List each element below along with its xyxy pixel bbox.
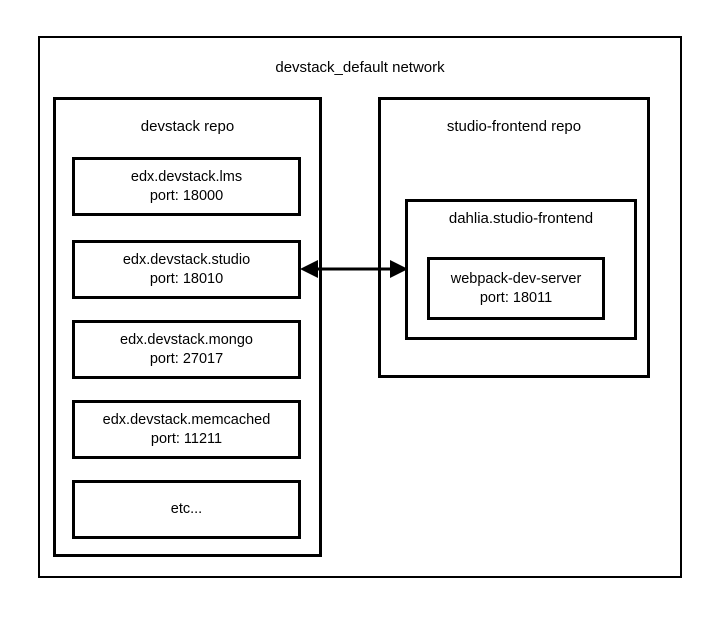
service-title-studio: edx.devstack.studio xyxy=(122,251,251,268)
service-box-studio: edx.devstack.studio port: 18010 xyxy=(72,240,301,299)
service-title-mongo: edx.devstack.mongo xyxy=(120,331,253,348)
service-text-webpack-dev-server: webpack-dev-server port: 18011 xyxy=(430,260,602,317)
service-box-memcached: edx.devstack.memcached port: 11211 xyxy=(72,400,301,459)
connection-arrow-studio-to-dahlia xyxy=(296,255,412,283)
service-title-memcached: edx.devstack.memcached xyxy=(102,411,271,428)
bidirectional-arrow-icon xyxy=(300,260,408,278)
studio-frontend-repo-label: studio-frontend repo xyxy=(446,118,582,135)
service-port-lms: port: 18000 xyxy=(149,187,224,204)
service-text-lms: edx.devstack.lms port: 18000 xyxy=(75,160,298,213)
service-text-mongo: edx.devstack.mongo port: 27017 xyxy=(75,323,298,376)
network-title: devstack_default network xyxy=(275,59,445,76)
service-text-etc: etc... xyxy=(75,483,298,536)
service-port-webpack-dev-server: port: 18011 xyxy=(479,289,553,306)
service-port-studio: port: 18010 xyxy=(149,270,224,287)
service-title-etc: etc... xyxy=(170,501,203,517)
dahlia-container-label: dahlia.studio-frontend xyxy=(448,210,594,227)
service-box-webpack-dev-server: webpack-dev-server port: 18011 xyxy=(427,257,605,320)
devstack-repo-label: devstack repo xyxy=(140,118,235,135)
service-title-lms: edx.devstack.lms xyxy=(130,168,243,185)
service-port-memcached: port: 11211 xyxy=(150,430,223,447)
service-port-mongo: port: 27017 xyxy=(149,350,224,367)
service-text-memcached: edx.devstack.memcached port: 11211 xyxy=(75,403,298,456)
service-text-studio: edx.devstack.studio port: 18010 xyxy=(75,243,298,296)
service-box-mongo: edx.devstack.mongo port: 27017 xyxy=(72,320,301,379)
service-title-webpack-dev-server: webpack-dev-server xyxy=(450,270,582,287)
service-box-lms: edx.devstack.lms port: 18000 xyxy=(72,157,301,216)
service-box-etc: etc... xyxy=(72,480,301,539)
